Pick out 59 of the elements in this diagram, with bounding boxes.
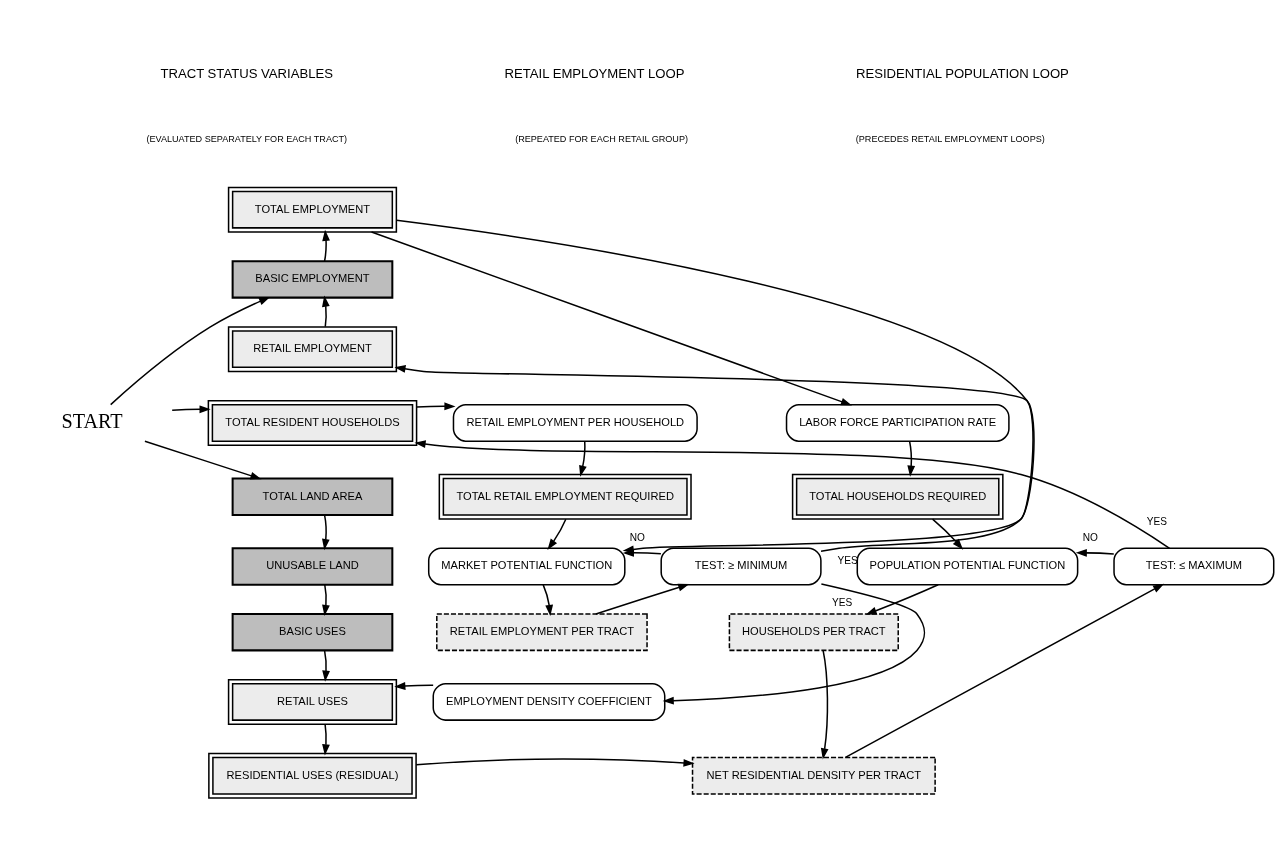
arrow xyxy=(547,517,567,550)
edge-label: NO xyxy=(629,531,645,543)
node-box: UNUSABLE LAND xyxy=(231,546,394,586)
arrow xyxy=(662,582,926,705)
arrow xyxy=(622,548,662,557)
arrow xyxy=(394,681,434,690)
arrow xyxy=(321,295,330,327)
arrow xyxy=(322,723,330,755)
node-box: NET RESIDENTIAL DENSITY PER TRACT xyxy=(691,756,936,795)
node-box: TOTAL EMPLOYMENT xyxy=(227,186,398,233)
arrow xyxy=(542,583,554,616)
arrow xyxy=(931,517,964,550)
node-box: HOUSEHOLDS PER TRACT xyxy=(728,612,899,651)
node-box: TOTAL RETAIL EMPLOYMENT REQUIRED xyxy=(438,473,692,520)
node-box: RETAIL EMPLOYMENT PER TRACT xyxy=(436,612,648,651)
arrow xyxy=(865,583,939,615)
node-text: START xyxy=(61,409,123,432)
edge-label: YES xyxy=(832,596,853,608)
arrow xyxy=(844,583,1165,758)
node-box: EMPLOYMENT DENSITY COEFFICIENT xyxy=(432,682,666,721)
arrow xyxy=(579,440,587,477)
node-box: BASIC EMPLOYMENT xyxy=(231,259,394,299)
arrow xyxy=(414,439,1171,549)
edge-label: NO xyxy=(1082,531,1098,543)
node-box: RETAIL USES xyxy=(227,678,398,725)
node-box: RETAIL EMPLOYMENT PER HOUSEHOLD xyxy=(452,403,698,442)
node-box: RETAIL EMPLOYMENT xyxy=(227,325,398,372)
label: TRACT STATUS VARIABLES xyxy=(160,65,334,81)
label: (EVALUATED SEPARATELY FOR EACH TRACT) xyxy=(146,133,348,144)
node-box: LABOR FORCE PARTICIPATION RATE xyxy=(785,403,1010,442)
arrow xyxy=(907,440,916,477)
label: (PRECEDES RETAIL EMPLOYMENT LOOPS) xyxy=(855,133,1045,144)
arrow xyxy=(415,401,456,410)
arrow xyxy=(322,649,330,682)
node-box: TEST: ≥ MINIMUM xyxy=(660,547,822,585)
arrow xyxy=(322,513,330,550)
arrow xyxy=(322,229,330,262)
node-box: MARKET POTENTIAL FUNCTION xyxy=(427,547,626,585)
node-box: POPULATION POTENTIAL FUNCTION xyxy=(856,547,1079,585)
arrow xyxy=(109,296,271,405)
node-box: TOTAL RESIDENT HOUSEHOLDS xyxy=(207,399,418,446)
node-box: TOTAL LAND AREA xyxy=(231,477,394,516)
arrow xyxy=(322,583,330,616)
node-box: BASIC USES xyxy=(231,612,394,651)
edge-label: YES xyxy=(837,554,858,566)
label: RETAIL EMPLOYMENT LOOP xyxy=(504,65,685,81)
arrow xyxy=(144,439,262,479)
arrow xyxy=(820,649,829,759)
node-box: RESIDENTIAL USES (RESIDUAL) xyxy=(208,752,417,799)
arrow xyxy=(370,230,853,405)
arrow xyxy=(415,757,695,767)
label: RESIDENTIAL POPULATION LOOP xyxy=(855,65,1069,81)
node-box: TOTAL HOUSEHOLDS REQUIRED xyxy=(791,473,1004,520)
node-box: TEST: ≤ MAXIMUM xyxy=(1113,547,1275,585)
arrow xyxy=(595,583,690,615)
label: (REPEATED FOR EACH RETAIL GROUP) xyxy=(515,133,688,144)
arrow xyxy=(171,404,211,413)
arrow xyxy=(1075,548,1115,557)
edge-label: YES xyxy=(1146,515,1168,527)
